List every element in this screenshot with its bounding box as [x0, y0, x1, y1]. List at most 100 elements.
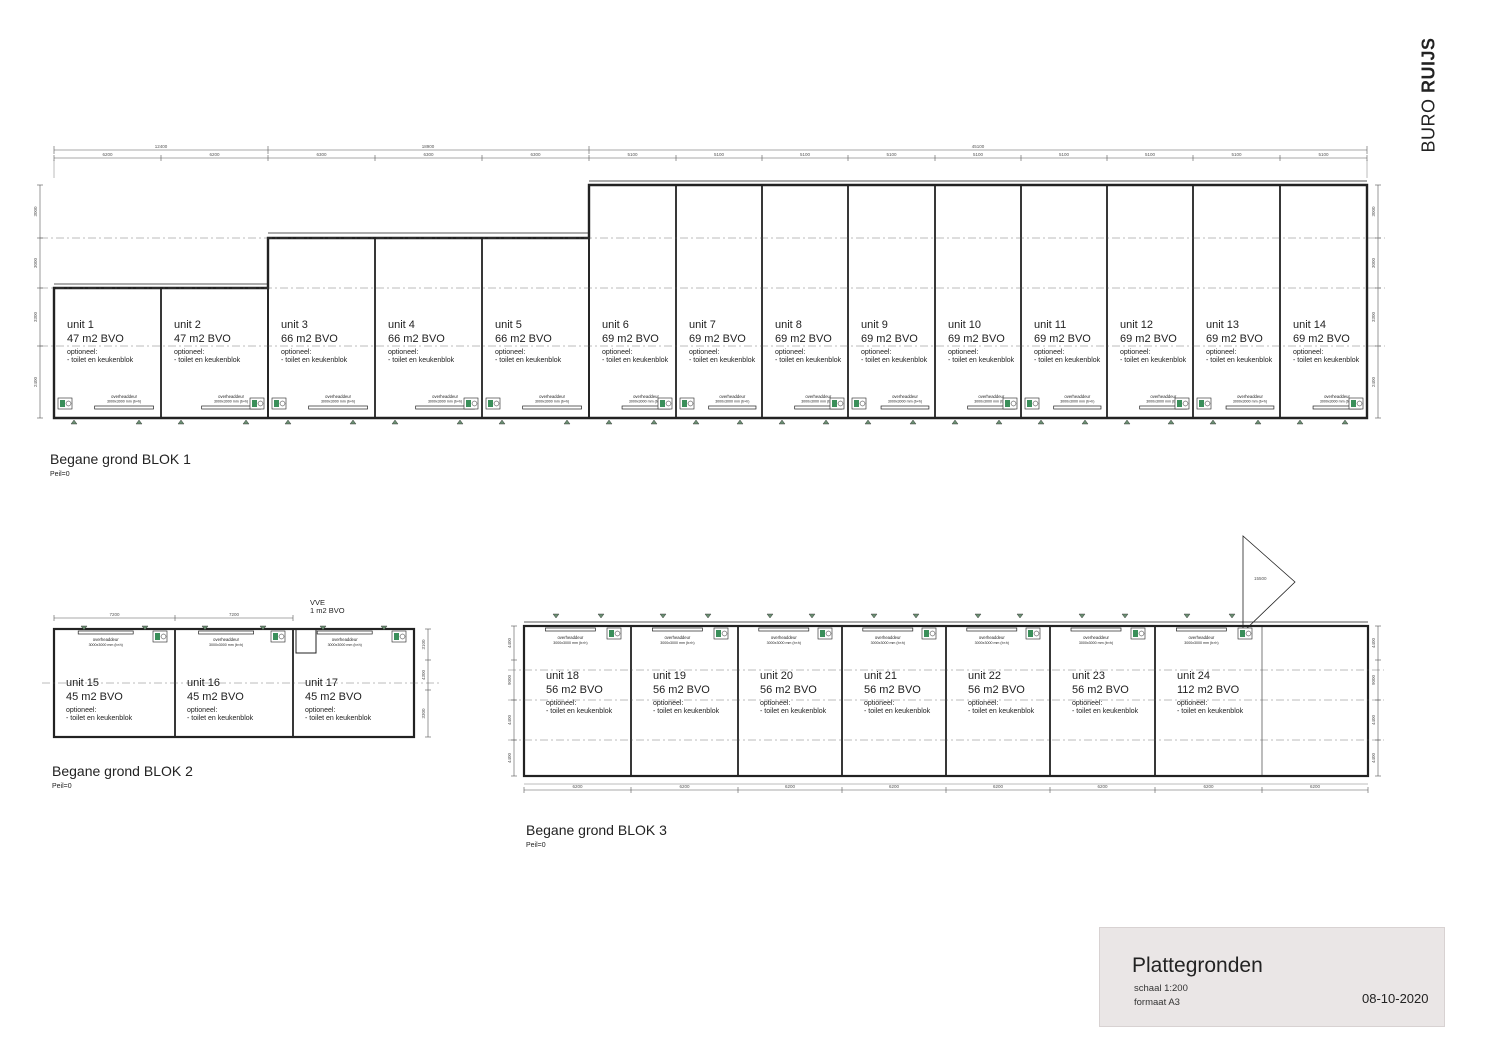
- blok1-dim-overall-label: 18900: [422, 144, 435, 149]
- blok2-unit-17-marker: [380, 625, 388, 631]
- blok3-unit-19-optional-text: - toilet en keukenblok: [653, 708, 720, 715]
- blok1-unit-8-area: 69 m2 BVO: [775, 333, 832, 345]
- blok1-unit-14-fixture-toilet: [1351, 400, 1356, 407]
- blok1-dim-bays-label: 5100: [800, 152, 811, 157]
- blok3-dim-side-label: 9000: [507, 674, 512, 685]
- blok1-unit-14-name: unit 14: [1293, 319, 1326, 331]
- blok1-unit-8-marker: [778, 419, 786, 425]
- blok1-unit-9-marker: [909, 419, 917, 425]
- blok1-unit-2-area: 47 m2 BVO: [174, 333, 231, 345]
- blok2-vve-room: [295, 628, 317, 654]
- blok3-unit-23-fixture-toilet: [1133, 630, 1138, 637]
- blok3-unit-21-fixture-toilet: [924, 630, 929, 637]
- blok1-dim-bays-label: 5100: [1318, 152, 1329, 157]
- blok1-unit-7-marker: [692, 419, 700, 425]
- blok2-unit-15-marker: [80, 625, 88, 631]
- blok3-unit-18-door-frame: [545, 627, 596, 632]
- blok3-unit-21-name: unit 21: [864, 670, 897, 682]
- blok3-entrance-arrow: [1242, 535, 1296, 633]
- blok1-unit-14-door-size: 3000x3000 mm (b×h): [1320, 400, 1354, 404]
- blok1-unit-6-area: 69 m2 BVO: [602, 333, 659, 345]
- blok3-dim-bays-label: 6200: [679, 784, 690, 789]
- blok3-unit-21-fixture-sink: [929, 630, 936, 637]
- blok1-unit-10-name: unit 10: [948, 319, 981, 331]
- blok2-unit-15-door-size: 3000x3000 mm (b×h): [89, 643, 123, 647]
- blok3-unit-24-door-frame: [1176, 627, 1227, 632]
- blok1-unit-11-name: unit 11: [1034, 319, 1066, 331]
- blok1-unit-12-fixture-toilet: [1177, 400, 1182, 407]
- blok3-unit-18-optional-label: optioneel:: [546, 700, 576, 707]
- blok3-unit-22-fixture-toilet: [1028, 630, 1033, 637]
- blok1-unit-3-fixture-toilet: [274, 400, 279, 407]
- blok3-entrance-label: 15500: [1254, 576, 1267, 581]
- blok2-vve-label: VVE: [310, 598, 325, 607]
- blok1-unit-4-fixture-sink: [471, 400, 478, 407]
- blok3-unit-19-marker: [704, 613, 712, 619]
- blok1-unit-7-door-frame: [708, 405, 757, 410]
- blok2-unit-17-name: unit 17: [305, 677, 338, 689]
- blok1-unit-10-fixture-toilet: [1005, 400, 1010, 407]
- blok3-unit-21-area: 56 m2 BVO: [864, 684, 921, 696]
- blok1-unit-7-optional-text: - toilet en keukenblok: [689, 357, 756, 364]
- blok1-unit-5-fixture-sink: [493, 400, 500, 407]
- blok2-unit-15-fixture-toilet: [155, 633, 160, 640]
- blok3-unit-24-fixture-sink: [1245, 630, 1252, 637]
- blok1-unit-6-fixture-sink: [665, 400, 672, 407]
- blok1-unit-13-name: unit 13: [1206, 319, 1239, 331]
- blok3-unit-20-name: unit 20: [760, 670, 793, 682]
- blok3-unit-19-fixture-sink: [721, 630, 728, 637]
- blok1-unit-9-optional-label: optioneel:: [861, 349, 891, 356]
- blok2-unit-16-door-frame: [198, 630, 254, 635]
- blok3-unit-21-optional-text: - toilet en keukenblok: [864, 708, 931, 715]
- blok3-unit-18-area: 56 m2 BVO: [546, 684, 603, 696]
- blok1-dim-bays-label: 6200: [209, 152, 220, 157]
- blok3-unit-20-area: 56 m2 BVO: [760, 684, 817, 696]
- blok1-unit-2-fixture-sink: [257, 400, 264, 407]
- blok1-unit-3-fixture-sink: [279, 400, 286, 407]
- blok1-unit-12-marker: [1167, 419, 1175, 425]
- blok1-unit-8-optional-text: - toilet en keukenblok: [775, 357, 842, 364]
- blok1-unit-6-optional-label: optioneel:: [602, 349, 632, 356]
- blok1-unit-1-door-label: overheaddeur: [111, 394, 137, 399]
- blok3-unit-23-fixture-sink: [1138, 630, 1145, 637]
- blok1-unit-7-door-label: overheaddeur: [719, 394, 745, 399]
- blok3-unit-23-fixture: [1130, 627, 1146, 640]
- blok1-unit-6-marker: [605, 419, 613, 425]
- blok3-dim-bays-label: 6200: [889, 784, 900, 789]
- blok1-unit-6-door-label: overheaddeur: [633, 394, 659, 399]
- blok1-unit-10-door-label: overheaddeur: [978, 394, 1004, 399]
- blok2-unit-16-door-size: 3000x3000 mm (b×h): [209, 643, 243, 647]
- blok3-unit-22-optional-text: - toilet en keukenblok: [968, 708, 1035, 715]
- blok1-unit-13-fixture-toilet: [1199, 400, 1204, 407]
- blok2-dim-side-label: 4300: [421, 669, 426, 680]
- blok1-unit-3-fixture: [271, 397, 287, 410]
- blok2-unit-17-optional-text: - toilet en keukenblok: [305, 715, 372, 722]
- blok2-unit-15-fixture: [152, 630, 168, 643]
- drawing-scale: schaal 1:200: [1134, 983, 1188, 994]
- blok1-unit-7-fixture-toilet: [682, 400, 687, 407]
- blok1-dim-side-label: 3000: [33, 206, 38, 217]
- blok2-unit-16-fixture-sink: [278, 633, 285, 640]
- blok1-unit-4-marker: [391, 419, 399, 425]
- blok1-unit-6-optional-text: - toilet en keukenblok: [602, 357, 669, 364]
- blok3-unit-20-marker: [808, 613, 816, 619]
- blok3-unit-19-area: 56 m2 BVO: [653, 684, 710, 696]
- blok1-unit-11-door-size: 3000x3000 mm (b×h): [1060, 400, 1094, 404]
- blok1-unit-1-door-size: 3000x3000 mm (b×h): [107, 400, 141, 404]
- blok1-unit-10-fixture: [1002, 397, 1018, 410]
- blok1-unit-11-fixture-toilet: [1027, 400, 1032, 407]
- blok3-dim-bays-label: 6200: [785, 784, 796, 789]
- blok1-dim-side-right-label: 3000: [1371, 206, 1376, 217]
- blok1-unit-2-marker: [177, 419, 185, 425]
- blok1-unit-7-fixture-sink: [687, 400, 694, 407]
- blok3-unit-24-area: 112 m2 BVO: [1177, 684, 1240, 696]
- brand-part-2: RUIJS: [1418, 37, 1439, 93]
- blok3-unit-18-optional-text: - toilet en keukenblok: [546, 708, 613, 715]
- blok1-unit-6-fixture-toilet: [660, 400, 665, 407]
- blok1-unit-14-fixture-sink: [1356, 400, 1363, 407]
- blok1-unit-1-marker: [135, 419, 143, 425]
- blok3-unit-20-fixture-sink: [825, 630, 832, 637]
- blok1-unit-13-optional-label: optioneel:: [1206, 349, 1236, 356]
- blok1-dim-bays-label: 6300: [530, 152, 541, 157]
- blok1-dim-side-right-label: 2400: [1371, 376, 1376, 387]
